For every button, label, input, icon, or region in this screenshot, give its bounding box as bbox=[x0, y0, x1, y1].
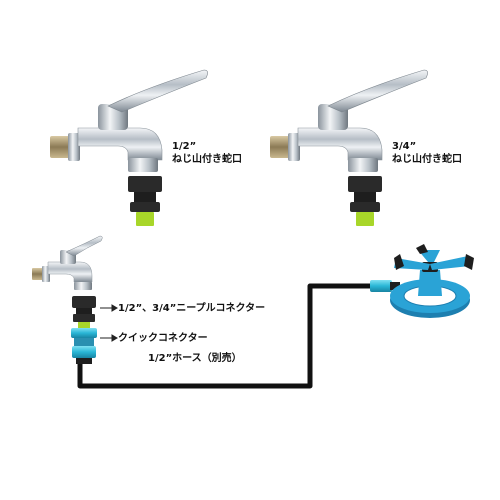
faucet-1-size-label: 1/2” bbox=[172, 141, 197, 152]
quick-connector-label: クイックコネクター bbox=[118, 333, 208, 344]
faucet-2-type-label: ねじ山付き蛇口 bbox=[392, 154, 462, 165]
faucet-1-image bbox=[50, 69, 208, 226]
faucet-2-image bbox=[270, 69, 428, 226]
quick-connector-image bbox=[71, 328, 97, 364]
hose-label: 1/2”ホース（別売） bbox=[148, 353, 242, 364]
faucet-2-size-label: 3/4” bbox=[392, 141, 417, 152]
faucet-1-type-label: ねじ山付き蛇口 bbox=[172, 154, 242, 165]
pointer-arrows bbox=[100, 304, 118, 342]
hose-line bbox=[77, 283, 372, 389]
faucet-small-image bbox=[32, 235, 103, 290]
nipple-connector-image bbox=[72, 296, 96, 328]
nipple-connector-label: 1/2”、3/4”ニープルコネクター bbox=[118, 303, 266, 314]
sprinkler-image bbox=[370, 244, 474, 318]
